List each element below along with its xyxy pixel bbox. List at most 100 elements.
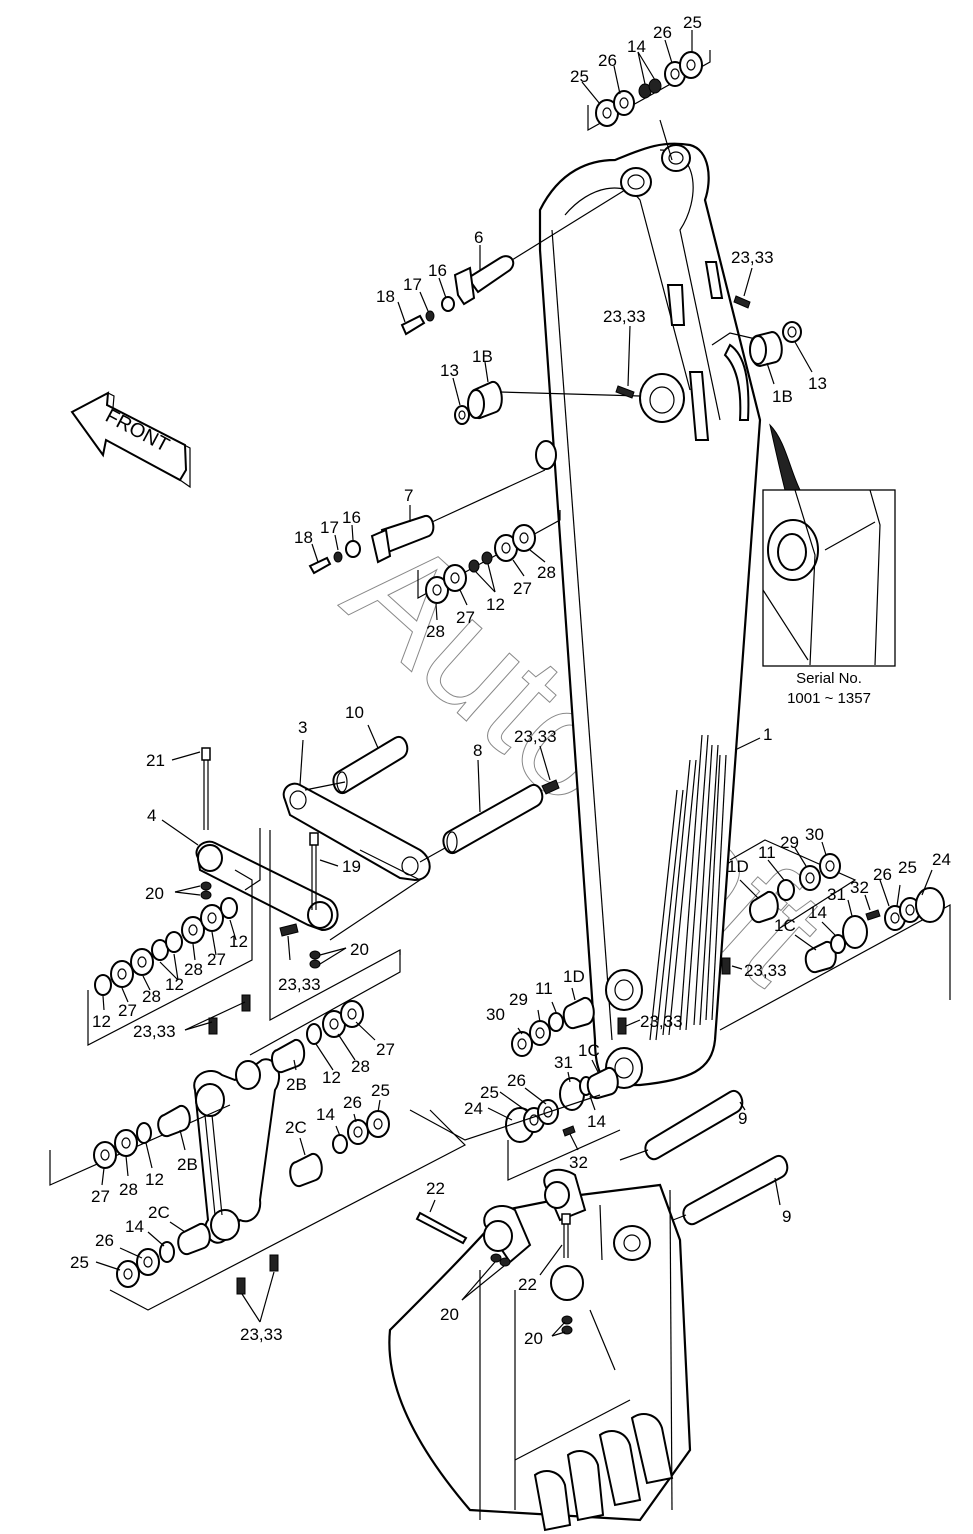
arm-mid-boss [639,373,685,423]
callout-label: 28 [142,987,161,1006]
callout-label: 26 [873,865,892,884]
callout-label: 14 [627,37,646,56]
callout-label: 28 [351,1057,370,1076]
bushing-2C-left-group[interactable] [109,1109,467,1311]
callout-label: 18 [294,528,313,547]
pin-7-assembly[interactable] [308,469,546,575]
bushing-2B-right-group[interactable] [249,950,401,1074]
callout-label: 1B [772,387,793,406]
callout-label: 23,33 [744,961,787,980]
callout-label: 1D [727,857,749,876]
callout-label: 22 [518,1275,537,1294]
callout-label: 6 [474,228,483,247]
callout-label: 4 [147,806,156,825]
callout-label: 20 [440,1305,459,1324]
callout-label: 23,33 [514,727,557,746]
callout-label: 31 [827,885,846,904]
bolt-18[interactable] [400,314,426,336]
pin-9-lower[interactable] [659,1154,789,1226]
pin-6-assembly[interactable] [400,189,626,336]
callout-label: 25 [570,67,589,86]
callout-label: 17 [403,275,422,294]
bushing-2C-right-group[interactable] [289,1110,390,1187]
bushing-1D-right-group[interactable] [729,839,857,929]
callout-label: 14 [808,903,827,922]
grease-fittings-side-link[interactable] [208,994,279,1295]
callout-label: 26 [507,1071,526,1090]
callout-label: 27 [376,1040,395,1059]
callout-label: 9 [782,1207,791,1226]
callout-label: 12 [322,1068,341,1087]
callout-label: 14 [587,1112,606,1131]
callout-label: 11 [758,843,776,862]
callout-label: 1 [763,725,772,744]
callout-label: 26 [653,23,672,42]
pin-8[interactable] [442,779,560,855]
pin-6[interactable] [466,255,515,294]
callout-label: 32 [569,1153,588,1172]
washer-set-pin-7[interactable] [417,510,561,604]
callout-label: 27 [118,1001,137,1020]
bucket[interactable] [388,1168,692,1532]
bushing-2B-left-group[interactable] [49,1104,231,1186]
bushing-1C-right-group[interactable] [719,887,951,1031]
top-washer-set[interactable] [587,50,711,161]
pin-10[interactable] [332,735,409,795]
callout-label: 18 [376,287,395,306]
callout-label: 25 [480,1083,499,1102]
bolt-18b[interactable] [308,556,332,575]
arm-boss-1D [605,969,643,1011]
callout-label: 24 [464,1099,483,1118]
callout-label: 25 [898,858,917,877]
bolt-21[interactable] [200,747,212,900]
serial-label: Serial No. [796,670,862,687]
callout-label: 25 [371,1081,390,1100]
callout-labels: 25 26 14 26 25 6 16 17 18 23,33 23,33 13… [70,13,951,1348]
callout-label: 19 [342,857,361,876]
bolt-19[interactable] [279,832,321,969]
callout-label: 27 [456,608,475,627]
side-link-2[interactable] [193,1058,281,1244]
arm-ribs [649,734,727,1041]
callout-label: 30 [805,825,824,844]
grease-fitting-top-right[interactable] [733,295,751,309]
callout-label: 28 [184,960,203,979]
callout-label: 1B [472,347,493,366]
callout-label: 25 [70,1253,89,1272]
bushing-1C-left-group[interactable] [505,1067,621,1181]
callout-label: 16 [428,261,447,280]
serial-inset [762,423,896,667]
callout-label: 27 [513,579,532,598]
callout-label: 26 [598,51,617,70]
callout-label: 26 [95,1231,114,1250]
bolt-22-left[interactable] [415,1211,511,1267]
callout-label: 28 [537,563,556,582]
pin-7[interactable] [380,514,435,554]
callout-label: 23,33 [278,975,321,994]
callout-label: 17 [320,518,339,537]
callout-label: 23,33 [133,1022,176,1041]
callout-label: 10 [345,703,364,722]
front-arrow-icon: FRONT [70,391,191,489]
link-4[interactable] [195,840,339,932]
callout-label: 8 [473,741,482,760]
link-3[interactable] [282,781,446,882]
callout-label: 27 [207,950,226,969]
grease-fitting-mid[interactable] [615,385,635,399]
callout-label: 2B [286,1075,307,1094]
bushing-1B-left-group[interactable] [454,381,641,425]
callout-label: 20 [145,884,164,903]
callout-label: 23,33 [240,1325,283,1344]
arm-body[interactable] [535,142,762,1089]
bushing-1B-right-group[interactable] [711,321,802,368]
callout-label: 2C [148,1203,170,1222]
bolt-22-right[interactable] [561,1213,573,1335]
callout-label: 23,33 [640,1012,683,1031]
washer-set-link-4[interactable] [87,828,261,1046]
callout-label: 13 [808,374,827,393]
pin-9-upper[interactable] [619,1089,744,1161]
callout-label: 22 [426,1179,445,1198]
leader-lines [95,30,933,1337]
bushing-1D-left-group[interactable] [511,997,595,1057]
callout-label: 23,33 [603,307,646,326]
